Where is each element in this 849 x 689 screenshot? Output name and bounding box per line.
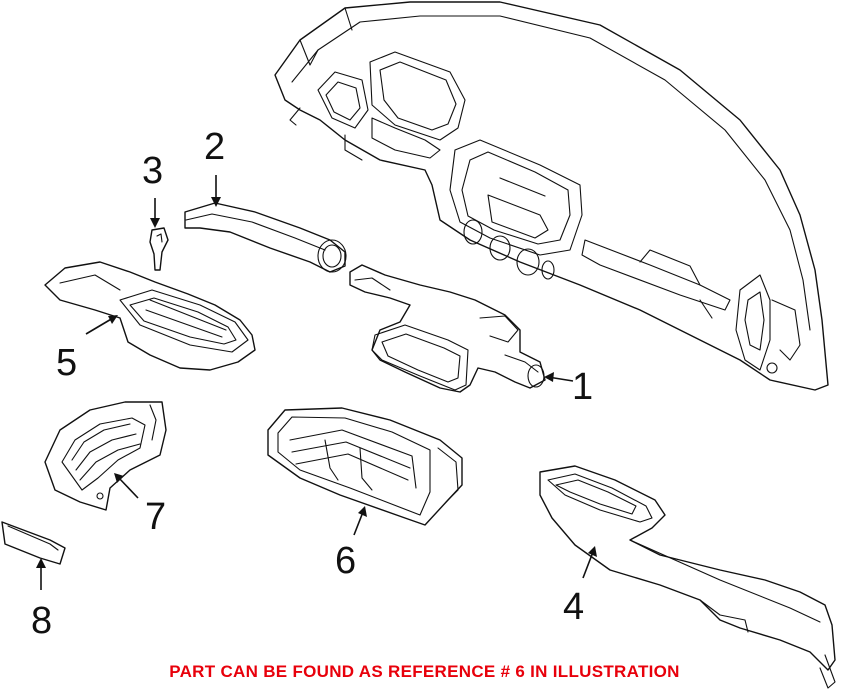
callout-4: 4	[563, 586, 585, 628]
arrowhead-7	[114, 473, 124, 483]
arrowhead-6	[358, 506, 367, 517]
reference-note: PART CAN BE FOUND AS REFERENCE # 6 IN IL…	[169, 662, 680, 681]
callout-5: 5	[56, 342, 78, 384]
part-2-drawing	[184, 202, 347, 273]
arrowhead-5	[108, 315, 118, 324]
leader-6	[353, 511, 364, 536]
arrowhead-1	[544, 372, 554, 382]
leader-7	[117, 476, 139, 499]
dashboard-drawing	[274, 1, 829, 391]
leader-lines	[36, 175, 597, 590]
part-7-drawing	[44, 401, 167, 511]
arrowhead-4	[588, 546, 597, 557]
part-4-drawing	[539, 465, 836, 689]
part-8-drawing	[1, 521, 66, 565]
arrowhead-8	[36, 558, 46, 568]
callout-8: 8	[31, 600, 53, 642]
arrowhead-2	[211, 197, 221, 207]
arrowhead-3	[150, 218, 160, 228]
callout-3: 3	[142, 150, 164, 192]
callout-6: 6	[335, 540, 357, 582]
part-3-drawing	[149, 227, 169, 271]
part-1-drawing	[349, 264, 546, 393]
leader-4	[582, 551, 594, 579]
leader-5	[85, 317, 114, 335]
callout-2: 2	[204, 126, 226, 168]
part-6-drawing	[267, 407, 463, 526]
part-5-drawing	[44, 261, 256, 371]
callout-1: 1	[572, 366, 594, 408]
callout-7: 7	[145, 496, 167, 538]
